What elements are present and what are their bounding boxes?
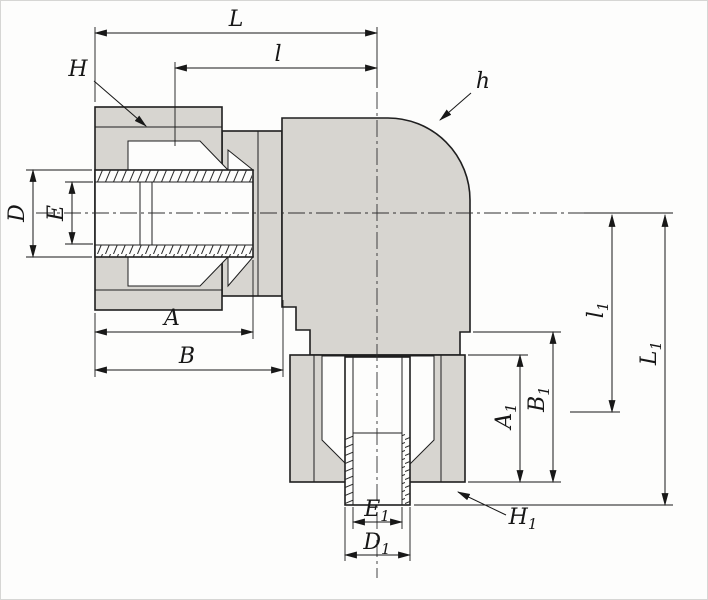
left-tube-threads — [96, 170, 252, 182]
fitting-body-group — [94, 106, 471, 506]
dim-label-h: h — [476, 69, 490, 94]
dim-label-E1: E1 — [363, 497, 390, 525]
dim-label-D: D — [5, 204, 30, 223]
dim-label-D1: D1 — [362, 530, 390, 558]
dim-label-l1: l1 — [584, 302, 612, 319]
left-tube — [94, 169, 254, 258]
left-tube-threads — [96, 245, 252, 257]
dim-label-B1: B1 — [525, 386, 553, 413]
dim-label-H: H — [67, 57, 88, 82]
dimension-lines — [29, 29, 669, 559]
dim-label-L1: L1 — [637, 341, 665, 366]
dim-label-A1: A1 — [492, 403, 520, 430]
dim-label-L: L — [228, 7, 244, 32]
dim-label-E: E — [44, 205, 69, 222]
elbow-body — [281, 117, 471, 356]
dim-label-l: l — [274, 42, 281, 67]
dimension-labels: L l H h D E A B A1 B1 l1 L1 E1 D1 H1 — [5, 7, 665, 558]
bottom-tube-threads — [345, 433, 353, 504]
bottom-tube-threads — [402, 433, 410, 504]
leader-line-h — [439, 92, 472, 121]
leader-line-H1 — [457, 491, 507, 516]
dim-label-B: B — [178, 344, 195, 369]
leader-line-H — [93, 80, 147, 127]
dim-label-A: A — [162, 306, 180, 331]
dim-label-H1: H1 — [508, 505, 538, 533]
bottom-tube — [344, 356, 411, 506]
